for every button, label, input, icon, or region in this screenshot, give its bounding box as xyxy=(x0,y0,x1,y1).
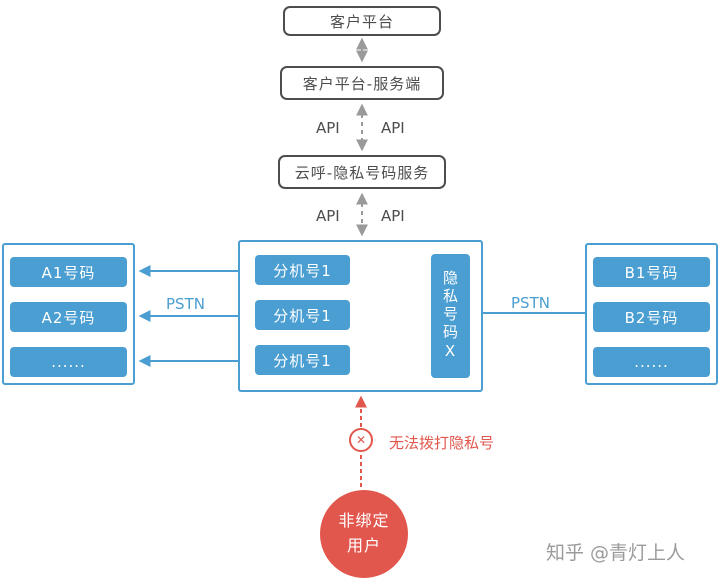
node-b2-number: B2号码 xyxy=(593,302,710,332)
watermark-text: 知乎 @青灯上人 xyxy=(546,542,686,564)
api-label-left-1: API xyxy=(316,119,340,137)
node-client-platform: 客户平台 xyxy=(283,6,441,36)
node-extension-1: 分机号1 xyxy=(255,255,350,285)
api-label-right-1: API xyxy=(381,119,405,137)
blocked-message: 无法拨打隐私号 xyxy=(389,434,495,452)
node-privacy-number: 隐私号码X xyxy=(431,254,470,378)
node-client-server: 客户平台-服务端 xyxy=(280,66,444,100)
pstn-label-right: PSTN xyxy=(511,294,550,312)
api-label-left-2: API xyxy=(316,207,340,225)
blocked-x-icon: ✕ xyxy=(349,428,373,452)
node-b1-number: B1号码 xyxy=(593,257,710,287)
api-label-right-2: API xyxy=(381,207,405,225)
node-a-more: ...... xyxy=(10,347,127,377)
node-privacy-service: 云呼-隐私号码服务 xyxy=(278,155,446,189)
unbound-user-node: 非绑定用户 xyxy=(320,490,408,578)
unbound-user-label: 非绑定用户 xyxy=(338,511,390,555)
node-a1-number: A1号码 xyxy=(10,257,127,287)
pstn-label-left: PSTN xyxy=(166,295,205,313)
node-a2-number: A2号码 xyxy=(10,302,127,332)
node-extension-3: 分机号1 xyxy=(255,345,350,375)
node-b-more: ...... xyxy=(593,347,710,377)
node-extension-2: 分机号1 xyxy=(255,300,350,330)
